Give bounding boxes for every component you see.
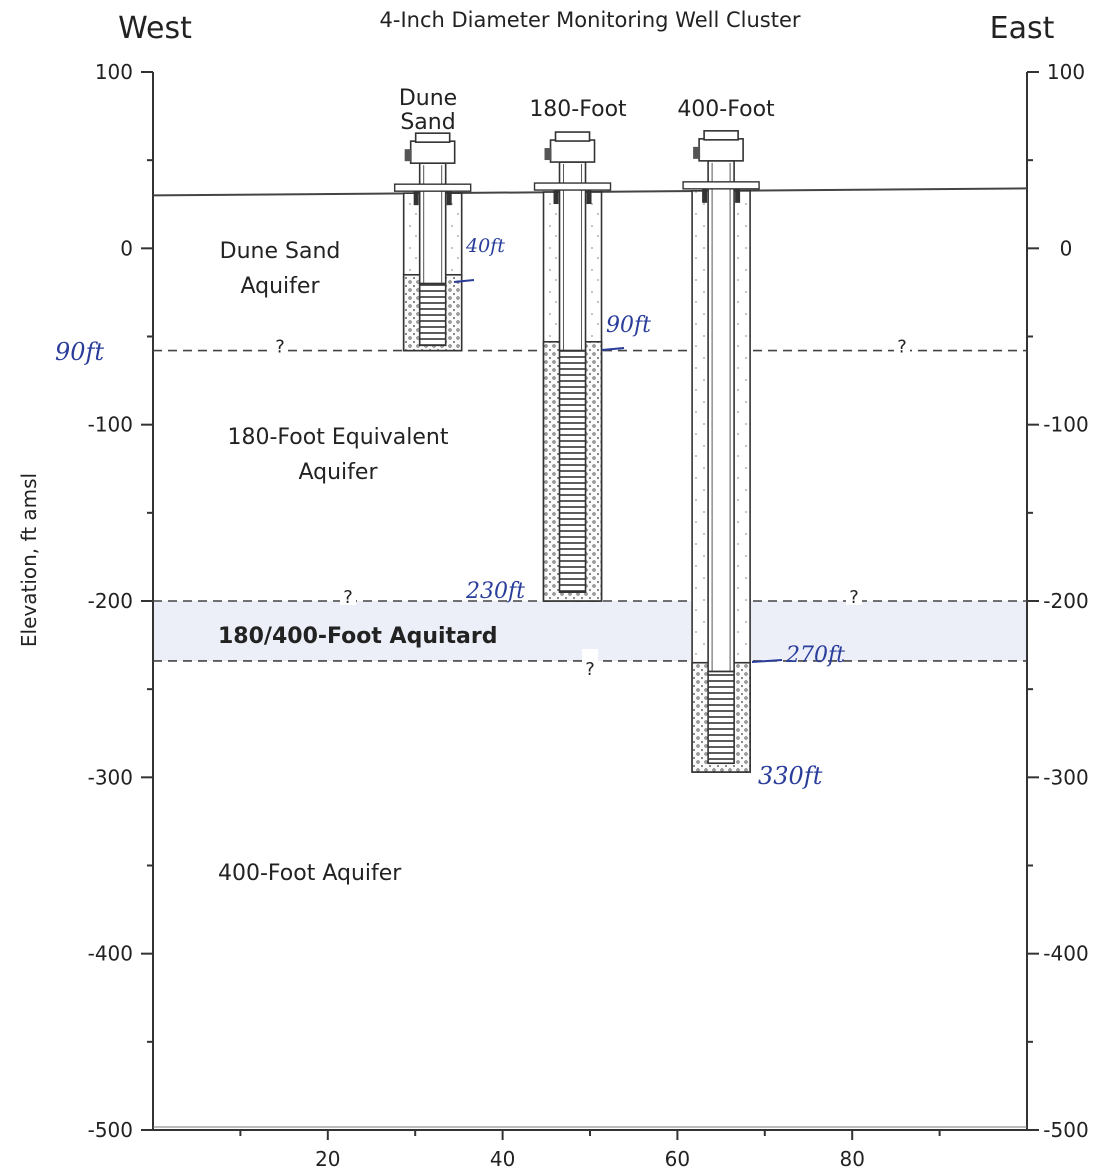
contact-query-marker: ?: [585, 659, 595, 680]
unit-label-2-line-0: 180/400-Foot Aquitard: [218, 624, 498, 649]
wells: [393, 130, 760, 773]
surface-pad: [393, 183, 472, 192]
well-cap-top: [554, 131, 591, 142]
contact-query-marker: ?: [897, 337, 907, 358]
contact-marker-bg: [894, 338, 910, 355]
surface-pad: [682, 181, 760, 190]
well-cap-latch: [544, 148, 552, 161]
east-label: East: [990, 11, 1055, 46]
well-screen: [558, 349, 587, 593]
casing-collar: [735, 188, 741, 203]
well-cap-latch: [404, 149, 412, 162]
x-tick-label: 60: [665, 1147, 690, 1171]
west-label: West: [118, 11, 192, 46]
annotation-40ft: 40ft: [465, 235, 505, 257]
y-tick-label-left: -400: [88, 942, 133, 966]
y-tick-label-right: -100: [1043, 413, 1088, 437]
y-tick-label-right: 100: [1047, 60, 1085, 84]
annotation-270ft: 270ft: [785, 643, 845, 668]
well-cap-latch: [693, 146, 701, 159]
y-tick-label-left: 100: [95, 60, 133, 84]
well-dune-sand: [393, 132, 472, 352]
y-tick-label-left: -300: [88, 765, 133, 789]
annotation-90ft-180-pointer: [601, 347, 625, 351]
well-label-dune-sand-line2: Sand: [400, 110, 455, 135]
well-cap-top: [703, 130, 739, 141]
figure-title: 4-Inch Diameter Monitoring Well Cluster: [380, 8, 801, 32]
y-tick-label-left: -200: [88, 589, 133, 613]
unit-label-3-line-0: 400-Foot Aquifer: [218, 861, 402, 886]
well-cap-top: [414, 132, 451, 143]
annotation-270ft-pointer: [751, 659, 783, 663]
well-180-foot: [533, 131, 612, 602]
y-tick-label-left: 0: [120, 236, 133, 260]
well-cap: [698, 138, 744, 162]
well-cap: [409, 140, 456, 164]
unit-label-1-line-1: Aquifer: [298, 460, 378, 485]
contact-marker-bg: [272, 338, 288, 355]
casing-collar: [446, 191, 452, 206]
unit-label-0-line-0: Dune Sand: [220, 239, 341, 264]
contact-marker-bg: [340, 589, 356, 605]
handwritten-annotations: 90ft 40ft 90ft 230ft 270ft 330ft: [55, 235, 845, 790]
y-tick-label-right: -300: [1043, 765, 1088, 789]
annotation-90ft-left: 90ft: [55, 338, 104, 366]
y-tick-label-right: -500: [1043, 1118, 1088, 1142]
y-tick-label-right: -400: [1043, 942, 1088, 966]
annotation-230ft: 230ft: [465, 579, 525, 604]
y-tick-label-left: -100: [88, 413, 133, 437]
unit-label-1-line-0: 180-Foot Equivalent: [228, 425, 449, 450]
well-screen: [707, 670, 735, 765]
well-cap: [549, 139, 596, 163]
contact-marker-bg: [846, 589, 862, 605]
unit-label-0-line-1: Aquifer: [240, 274, 320, 299]
well-label-400-foot: 400-Foot: [677, 97, 775, 122]
y-tick-label-left: -500: [88, 1118, 133, 1142]
well-label-180-foot: 180-Foot: [529, 97, 627, 122]
casing-collar: [702, 188, 708, 203]
x-tick-label: 80: [839, 1147, 864, 1171]
well-400-foot: [682, 130, 760, 773]
casing-collar: [553, 190, 559, 205]
surface-pad: [533, 182, 612, 191]
well-label-dune-sand: Dune Sand: [399, 86, 457, 135]
y-tick-label-right: 0: [1060, 236, 1073, 260]
casing-collar: [586, 190, 592, 205]
x-tick-label: 40: [490, 1147, 515, 1171]
annotation-330ft: 330ft: [758, 762, 823, 790]
contact-query-marker: ?: [275, 337, 285, 358]
annotation-40ft-pointer: [453, 279, 475, 283]
well-screen: [418, 282, 447, 347]
annotation-90ft-180: 90ft: [606, 313, 651, 338]
y-tick-label-right: -200: [1043, 589, 1088, 613]
y-axis-label: Elevation, ft amsl: [17, 473, 41, 647]
well-label-dune-sand-line1: Dune: [399, 86, 457, 111]
contact-query-marker: ?: [343, 587, 353, 608]
contact-marker-bg: [582, 648, 598, 665]
contact-query-marker: ?: [849, 587, 859, 608]
x-tick-label: 20: [315, 1147, 340, 1171]
casing-collar: [413, 191, 419, 206]
